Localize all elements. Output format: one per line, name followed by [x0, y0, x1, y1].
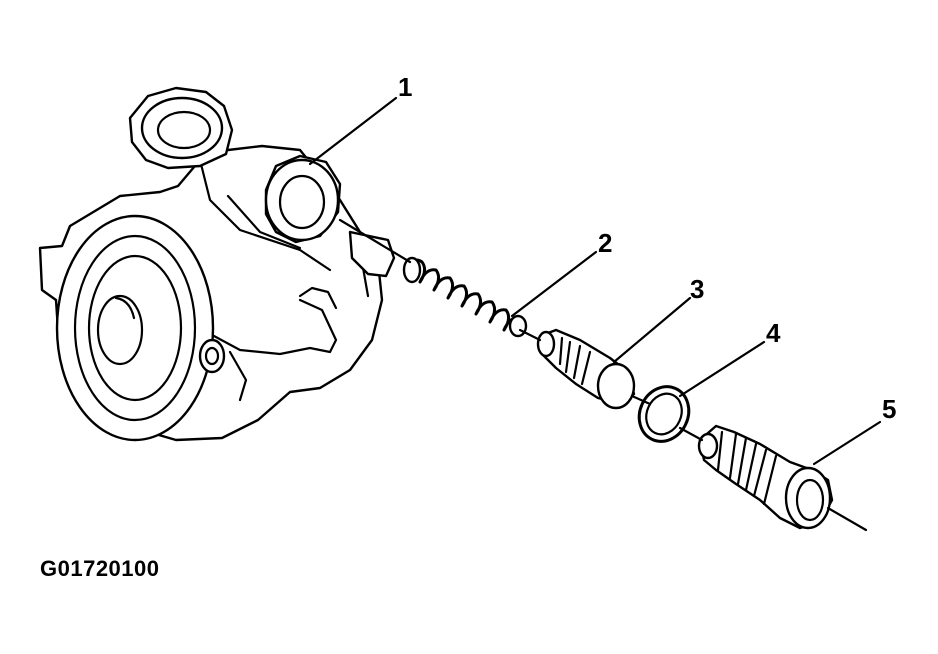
callout-5: 5	[882, 394, 896, 424]
callout-1: 1	[398, 72, 412, 102]
assembly-centerline	[338, 218, 868, 532]
callout-3: 3	[690, 274, 704, 304]
figure-code: G01720100	[40, 556, 160, 581]
leader-lines	[308, 96, 882, 466]
pump-housing-drawing	[38, 86, 396, 442]
spring-drawing	[402, 256, 528, 338]
flow-control-valve-drawing	[536, 328, 636, 410]
callout-4: 4	[766, 318, 781, 348]
o-ring-drawing	[637, 385, 691, 443]
callout-2: 2	[598, 228, 612, 258]
fitting-drawing	[697, 424, 834, 530]
